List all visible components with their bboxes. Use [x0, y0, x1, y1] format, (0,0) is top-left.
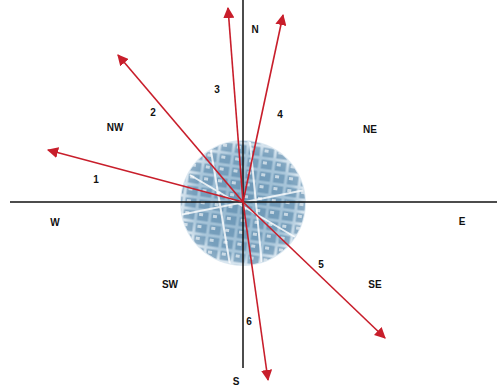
- callout-number: 5: [316, 259, 326, 271]
- compass-label: S: [231, 376, 242, 388]
- direction-arrows: [48, 8, 385, 380]
- compass-label: W: [48, 217, 61, 229]
- arrow: [243, 202, 268, 380]
- compass-label: NW: [105, 122, 126, 134]
- compass-label: E: [457, 216, 468, 228]
- east-west-axis: [10, 201, 497, 203]
- callout-number: 2: [148, 107, 158, 119]
- compass-label: SE: [366, 279, 383, 291]
- arrow: [118, 55, 243, 202]
- compass-label: SW: [160, 279, 180, 291]
- arrow: [228, 8, 243, 202]
- compass-axes: [10, 0, 497, 368]
- callout-number: 1: [91, 174, 101, 186]
- arrow: [48, 150, 243, 202]
- callout-number: 6: [244, 316, 254, 328]
- north-south-axis: [242, 0, 244, 368]
- arrow: [243, 202, 385, 338]
- compass-label: N: [249, 24, 260, 36]
- callout-number: 4: [275, 109, 285, 121]
- callout-number: 3: [212, 84, 222, 96]
- compass-label: NE: [361, 124, 379, 136]
